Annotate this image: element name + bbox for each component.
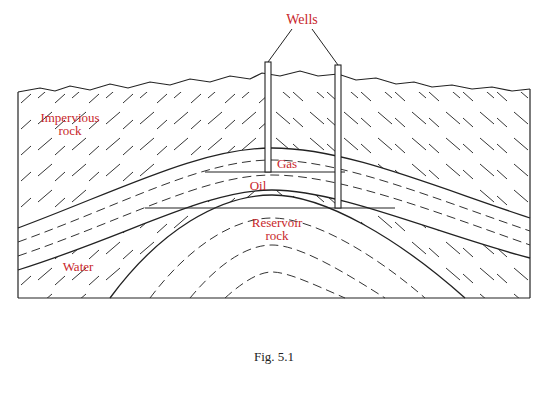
impervious-rock-hatch (18, 92, 272, 232)
gas-oil-contact (205, 171, 345, 172)
leader-line (312, 29, 338, 65)
figure-caption: Fig. 5.1 (254, 349, 294, 365)
strata-line (190, 245, 385, 298)
reservoir-boundary (18, 190, 530, 270)
strata-line (18, 160, 530, 242)
ground-surface (18, 71, 530, 92)
wells-label: Wells (272, 13, 332, 27)
water-zone-hatch (272, 190, 530, 298)
well-pipe (335, 65, 341, 208)
strata-line (225, 272, 345, 298)
water-zone-hatch (18, 190, 272, 298)
well-pipe (265, 62, 271, 172)
frame-edge (18, 297, 530, 298)
reservoir-dome (110, 195, 465, 298)
layer-label: Reservoir rock (239, 216, 315, 242)
leader-line (268, 29, 292, 62)
oil-water-contact (145, 207, 395, 208)
layer-label: Gas (267, 157, 307, 170)
layer-label: Oil (238, 179, 278, 192)
frame-edge (17, 92, 18, 298)
frame-edge (529, 89, 530, 298)
impervious-rock-hatch (272, 92, 530, 222)
layer-label: Impervious rock (33, 111, 107, 137)
layer-label: Water (48, 260, 108, 273)
strata-line (18, 175, 530, 256)
